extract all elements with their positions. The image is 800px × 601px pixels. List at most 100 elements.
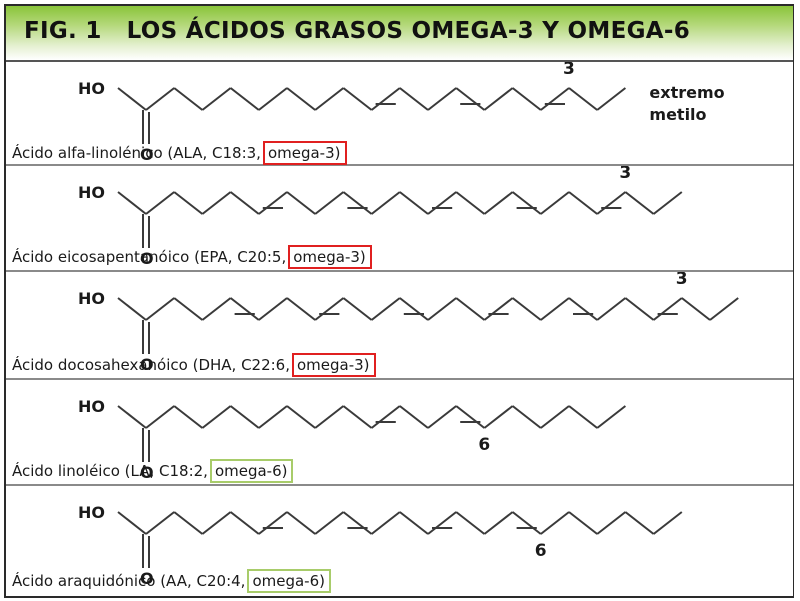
single-bond [652, 511, 683, 535]
single-bond [596, 191, 627, 215]
single-bond [314, 191, 345, 215]
single-bond [540, 405, 570, 429]
carbonyl-oxygen-label: O [140, 463, 154, 482]
single-bond [229, 297, 260, 321]
single-bond [568, 511, 598, 535]
single-bond [483, 511, 514, 535]
single-bond [173, 87, 204, 111]
hydroxyl-bond [117, 191, 147, 215]
single-bond [145, 511, 175, 535]
single-bond [258, 87, 288, 111]
single-bond [229, 191, 260, 215]
omega-position-marker: 6 [535, 541, 547, 561]
single-bond [229, 87, 260, 111]
single-bond [540, 191, 570, 215]
single-bond [173, 511, 204, 535]
hydroxyl-bond [117, 405, 147, 429]
figure-title: FIG. 1 LOS ÁCIDOS GRASOS OMEGA-3 Y OMEGA… [24, 18, 691, 44]
omega-6-highlight: omega-6) [209, 459, 294, 483]
caption-text: Ácido araquidónico (AA, C20:4, [12, 572, 246, 590]
single-bond [427, 297, 457, 321]
single-bond [258, 297, 288, 321]
single-bond [145, 297, 175, 321]
molecule-structure: HO O 6 [78, 503, 683, 588]
single-bond [286, 511, 316, 535]
single-bond [145, 191, 175, 215]
single-bond [286, 297, 316, 321]
single-bond [314, 87, 345, 111]
hydroxyl-label: HO [78, 183, 105, 202]
single-bond [596, 87, 627, 111]
single-bond [201, 511, 232, 535]
single-bond [511, 191, 542, 215]
single-bond [229, 405, 260, 429]
hydroxyl-label: HO [78, 397, 105, 416]
single-bond [314, 405, 345, 429]
carbonyl-oxygen-label: O [140, 355, 154, 374]
omega-position-marker: 6 [478, 435, 490, 455]
single-bond [427, 87, 457, 111]
single-bond [286, 87, 316, 111]
single-bond [511, 511, 542, 535]
hydroxyl-label: HO [78, 79, 105, 98]
single-bond [568, 297, 598, 321]
methyl-end-label: metilo [649, 105, 706, 124]
single-bond [399, 297, 429, 321]
single-bond [370, 87, 401, 111]
molecule-structure: HO O 3 [78, 166, 683, 268]
single-bond [342, 511, 373, 535]
single-bond [455, 297, 486, 321]
single-bond [342, 87, 373, 111]
single-bond [455, 87, 486, 111]
single-bond [286, 405, 316, 429]
single-bond [258, 405, 288, 429]
single-bond [370, 297, 401, 321]
omega-6-highlight: omega-6) [247, 569, 331, 593]
single-bond [511, 87, 542, 111]
single-bond [427, 191, 457, 215]
single-bond [596, 405, 627, 429]
single-bond [201, 297, 232, 321]
single-bond [624, 297, 655, 321]
single-bond [652, 297, 683, 321]
omega-position-marker: 3 [619, 166, 631, 183]
single-bond [540, 511, 570, 535]
single-bond [455, 511, 486, 535]
single-bond [483, 297, 514, 321]
single-bond [652, 191, 683, 215]
omega-3-highlight: omega-3) [288, 245, 372, 269]
single-bond [314, 511, 345, 535]
single-bond [399, 191, 429, 215]
carbonyl-oxygen-label: O [140, 569, 154, 588]
single-bond [342, 297, 373, 321]
single-bond [173, 191, 204, 215]
omega-position-marker: 3 [676, 272, 688, 289]
single-bond [145, 405, 175, 429]
fatty-acid-caption: Ácido araquidónico (AA, C20:4,omega-6) [12, 569, 331, 593]
single-bond [258, 191, 288, 215]
single-bond [201, 191, 232, 215]
single-bond [258, 511, 288, 535]
single-bond [483, 191, 514, 215]
single-bond [370, 191, 401, 215]
fatty-acid-caption: Ácido linoléico (LA, C18:2,omega-6) [12, 459, 294, 483]
single-bond [540, 297, 570, 321]
hydroxyl-bond [117, 297, 147, 321]
single-bond [483, 87, 514, 111]
single-bond [511, 297, 542, 321]
single-bond [201, 405, 232, 429]
single-bond [201, 87, 232, 111]
single-bond [455, 191, 486, 215]
single-bond [596, 511, 627, 535]
hydroxyl-label: HO [78, 503, 105, 522]
single-bond [427, 405, 457, 429]
fatty-acid-caption: Ácido docosahexanóico (DHA, C22:6,omega-… [12, 353, 376, 377]
single-bond [286, 191, 316, 215]
single-bond [370, 511, 401, 535]
single-bond [511, 405, 542, 429]
carbonyl-oxygen-label: O [140, 249, 154, 268]
